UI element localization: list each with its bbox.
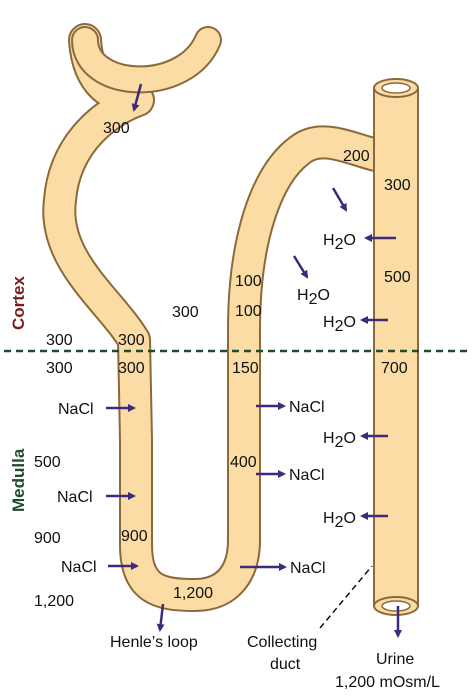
- bottom-out-arrow: [156, 603, 165, 632]
- nephron-tubule: [42, 23, 409, 612]
- ascending-100-a: 100: [235, 273, 262, 290]
- water-label-4: H2O: [323, 430, 356, 451]
- interstitial-500: 500: [34, 454, 61, 471]
- collecting-duct: [373, 78, 419, 616]
- water-label-1: H2O: [323, 232, 356, 253]
- henles-loop-label: Henle’s loop: [110, 634, 198, 651]
- duct-500: 500: [384, 269, 411, 286]
- tubule-fill: [44, 25, 407, 610]
- transport-arrows: [106, 83, 402, 638]
- collecting-duct-top-hole: [381, 82, 411, 94]
- cortex-label: Cortex: [9, 276, 28, 330]
- nacl-label-asc-2: NaCl: [289, 467, 325, 484]
- ascending-100-b: 100: [235, 303, 262, 320]
- nacl-label-desc-3: NaCl: [61, 559, 97, 576]
- interstitial-300-mid: 300: [172, 304, 199, 321]
- descending-300-a: 300: [118, 332, 145, 349]
- collecting-duct-body: [373, 87, 419, 607]
- water-label-3: H2O: [323, 314, 356, 335]
- collecting-duct-label-line2: duct: [270, 656, 301, 673]
- bowman-capsule-fill: [73, 28, 220, 92]
- descending-300-b: 300: [118, 360, 145, 377]
- descending-900: 900: [121, 528, 148, 545]
- ascending-400: 400: [230, 454, 257, 471]
- nacl-label-asc-3: NaCl: [290, 560, 326, 577]
- descending-300-top: 300: [103, 120, 130, 137]
- water-label-5: H2O: [323, 510, 356, 531]
- interstitial-300-upper: 300: [46, 332, 73, 349]
- collecting-duct-label-line1: Collecting: [247, 634, 317, 651]
- urine-label-line1: Urine: [376, 651, 414, 668]
- water-label-2: H2O: [297, 287, 330, 308]
- ascending-diag-arrow-2: [292, 255, 309, 279]
- ascending-200: 200: [343, 148, 370, 165]
- interstitial-1200: 1,200: [34, 593, 74, 610]
- duct-700: 700: [381, 360, 408, 377]
- duct-300: 300: [384, 177, 411, 194]
- ascending-150: 150: [232, 360, 259, 377]
- nacl-label-desc-1: NaCl: [58, 401, 94, 418]
- filtrate-in-arrow: [131, 83, 143, 112]
- bottom-1200: 1,200: [173, 585, 213, 602]
- nacl-label-desc-2: NaCl: [57, 489, 93, 506]
- interstitial-900: 900: [34, 530, 61, 547]
- urine-label-line2: 1,200 mOsm/L: [335, 674, 440, 691]
- collecting-duct-bottom-hole: [381, 600, 411, 612]
- interstitial-300-lower: 300: [46, 360, 73, 377]
- ascending-diag-arrow-1: [331, 187, 348, 212]
- collecting-duct-pointer: [319, 565, 373, 629]
- nacl-label-asc-1: NaCl: [289, 399, 325, 416]
- medulla-label: Medulla: [9, 448, 28, 512]
